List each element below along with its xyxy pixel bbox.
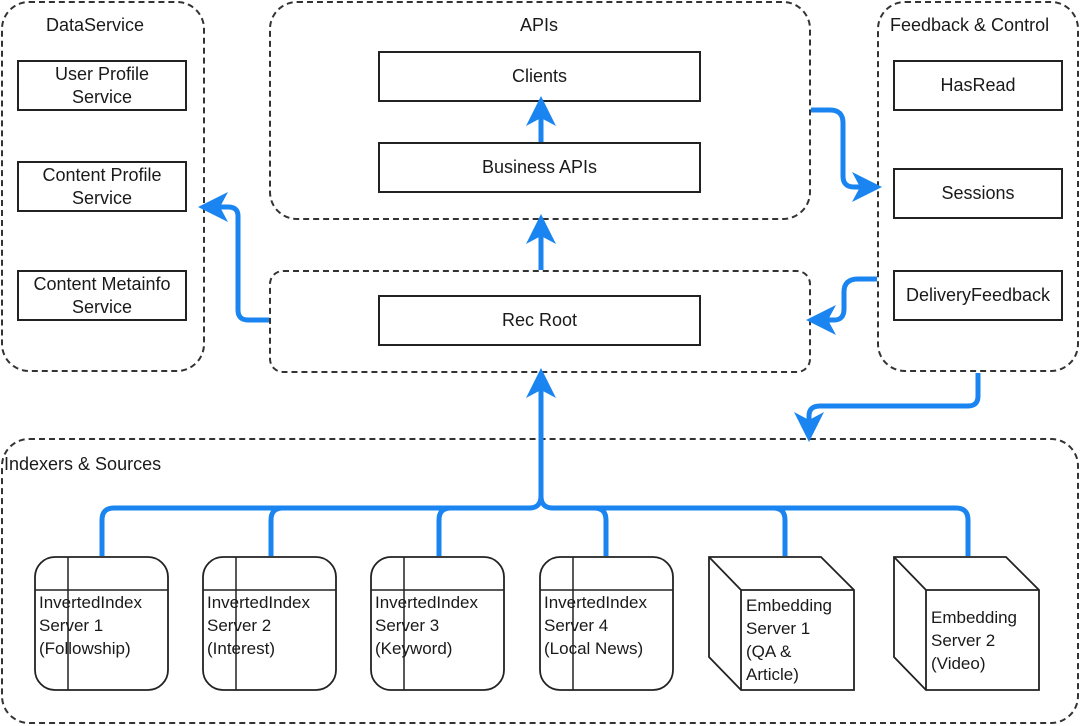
- indexers-title: Indexers & Sources: [4, 454, 162, 474]
- arrow-recroot-to-dataservice: [198, 192, 269, 323]
- inverted-index-icon: [202, 556, 337, 691]
- embedding-server-node[interactable]: Embedding Server 2 (Video): [893, 556, 1043, 692]
- cube-icon: [893, 556, 1040, 691]
- apis-title: APIs: [520, 15, 559, 35]
- inverted-index-node[interactable]: InvertedIndex Server 1 (Followship): [34, 556, 170, 692]
- node-label: InvertedIndex Server 1 (Followship): [39, 593, 143, 658]
- feedback-title: Feedback & Control: [890, 15, 1050, 35]
- content-profile-service[interactable]: Content Profile Service: [17, 161, 187, 212]
- clients-box[interactable]: Clients: [378, 51, 701, 102]
- arrow-feedback-to-indexers: [794, 373, 981, 442]
- inverted-index-node[interactable]: InvertedIndex Server 3 (Keyword): [370, 556, 506, 692]
- user-profile-service[interactable]: User Profile Service: [17, 60, 187, 111]
- node-label: Embedding Server 1 (QA & Article): [746, 596, 833, 684]
- inverted-index-icon: [34, 556, 169, 691]
- dataservice-group: [1, 1, 205, 372]
- node-label: InvertedIndex Server 4 (Local News): [544, 593, 648, 658]
- cube-icon: [708, 556, 855, 691]
- sessions-box[interactable]: Sessions: [893, 168, 1063, 219]
- inverted-index-node[interactable]: InvertedIndex Server 4 (Local News): [539, 556, 675, 692]
- business-apis-box[interactable]: Business APIs: [378, 142, 701, 193]
- node-label: InvertedIndex Server 3 (Keyword): [375, 593, 479, 658]
- hasread-box[interactable]: HasRead: [893, 60, 1063, 111]
- embedding-server-node[interactable]: Embedding Server 1 (QA & Article): [708, 556, 858, 692]
- arrow-feedback-to-recroot: [806, 276, 877, 335]
- node-label: Embedding Server 2 (Video): [931, 608, 1018, 673]
- inverted-index-icon: [539, 556, 674, 691]
- inverted-index-icon: [370, 556, 505, 691]
- rec-root-box[interactable]: Rec Root: [378, 295, 701, 346]
- arrow-apis-to-feedback: [811, 107, 882, 202]
- deliveryfeedback-box[interactable]: DeliveryFeedback: [893, 270, 1063, 321]
- dataservice-title: DataService: [46, 15, 145, 35]
- content-metainfo-service[interactable]: Content Metainfo Service: [17, 270, 187, 321]
- inverted-index-node[interactable]: InvertedIndex Server 2 (Interest): [202, 556, 338, 692]
- node-label: InvertedIndex Server 2 (Interest): [207, 593, 311, 658]
